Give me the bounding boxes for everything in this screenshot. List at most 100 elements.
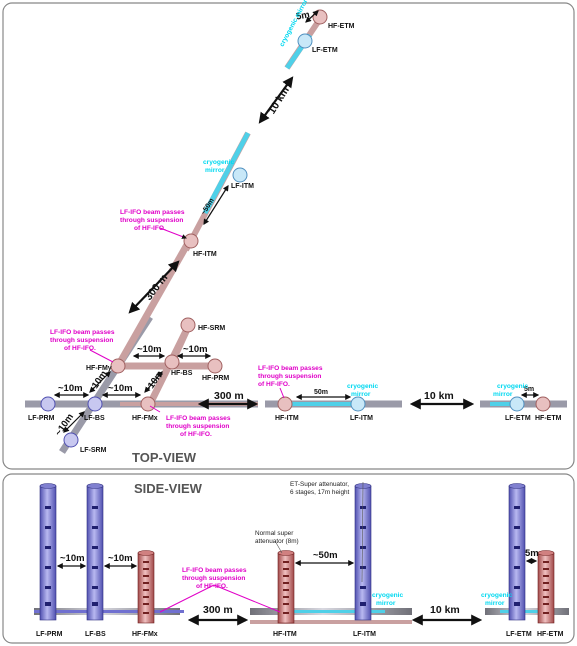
note-diag: LF-IFO beam passes through suspension of…: [120, 209, 185, 232]
top-distance-arrows: [53, 10, 540, 433]
svg-text:of HF-IFO.: of HF-IFO.: [180, 431, 212, 438]
svg-text:LF-IFO beam passes: LF-IFO beam passes: [166, 415, 231, 422]
label-hf-itm-diag: HF-ITM: [193, 251, 217, 258]
svg-text:mirror: mirror: [485, 600, 505, 607]
side-beam-note: LF-IFO beam passes through suspension of…: [182, 567, 247, 590]
label-hf-srm: HF-SRM: [198, 325, 225, 332]
hf-srm-node: [180, 317, 196, 333]
svg-text:through suspension: through suspension: [166, 423, 229, 430]
note-fmx: LF-IFO beam passes through suspension of…: [166, 415, 231, 438]
side-cryogenic-1: cryogenic mirror: [372, 592, 403, 607]
tower-lf-prm: [39, 483, 57, 621]
label-hf-etm-top: HF-ETM: [328, 23, 355, 30]
dist-50m-row: 50m: [314, 389, 328, 396]
hf-prm-node: [207, 358, 223, 374]
svg-text:attenuator (8m): attenuator (8m): [255, 538, 299, 545]
dist-5m-top: 5m: [295, 9, 310, 22]
hf-fmx-node: [140, 396, 156, 412]
lf-itm-row-node: [350, 396, 366, 412]
svg-text:of HF-IFO.: of HF-IFO.: [134, 225, 166, 232]
svg-text:LF-IFO beam passes: LF-IFO beam passes: [50, 329, 115, 336]
lf-etm-top-node: [297, 33, 313, 49]
note-fmy: LF-IFO beam passes through suspension of…: [50, 329, 115, 352]
label-hf-prm: HF-PRM: [202, 375, 229, 382]
side-dist-10m-b: ~10m: [108, 553, 133, 564]
svg-text:of HF-IFO.: of HF-IFO.: [196, 583, 228, 590]
top-view-title: TOP-VIEW: [132, 450, 197, 465]
side-label-lf-bs: LF-BS: [85, 631, 106, 638]
hf-bs-node: [164, 354, 180, 370]
label-hf-etm-row: HF-ETM: [535, 415, 562, 422]
side-view-title: SIDE-VIEW: [134, 481, 203, 496]
side-distance-arrows: [56, 481, 538, 626]
label-hf-fmx: HF-FMx: [132, 415, 158, 422]
hf-itm-row-node: [277, 396, 293, 412]
hf-itm-diag-node: [183, 233, 199, 249]
dist-10m-d: ~10m: [108, 383, 133, 394]
dist-10km-row: 10 km: [424, 390, 454, 402]
side-dist-5m: 5m: [525, 548, 539, 559]
side-label-hf-fmx: HF-FMx: [132, 631, 158, 638]
side-label-lf-etm: LF-ETM: [506, 631, 532, 638]
cryogenic-diag-2: mirror: [205, 167, 225, 174]
hf-fmy-node: [110, 358, 126, 374]
side-towers: [39, 483, 555, 624]
label-lf-prm: LF-PRM: [28, 415, 55, 422]
side-note-pointers: [159, 584, 281, 613]
svg-text:cryogenic: cryogenic: [481, 592, 512, 599]
lf-itm-diag-node: [232, 167, 248, 183]
cryogenic-row1-1: cryogenic: [347, 383, 378, 390]
side-et-note: ET-Super attenuator, 6 stages, 17m heigh…: [290, 481, 350, 496]
cryogenic-row2-2: mirror: [493, 391, 513, 398]
lf-prm-node: [40, 396, 56, 412]
dist-5m-row: 5m: [524, 386, 534, 393]
svg-text:ET-Super attenuator,: ET-Super attenuator,: [290, 481, 349, 488]
side-dist-50m: ~50m: [313, 550, 338, 561]
svg-text:of HF-IFO.: of HF-IFO.: [258, 381, 290, 388]
dist-10m-c: ~10m: [58, 383, 83, 394]
tower-lf-bs: [86, 483, 104, 621]
top-view-mirrors: [40, 9, 551, 448]
label-lf-etm-row: LF-ETM: [505, 415, 531, 422]
side-label-hf-itm: HF-ITM: [273, 631, 297, 638]
side-cryogenic-2: cryogenic mirror: [481, 592, 512, 607]
tower-lf-itm: [354, 483, 372, 621]
svg-text:through suspension: through suspension: [182, 575, 245, 582]
lf-bs-node: [87, 396, 103, 412]
dist-10m-b: ~10m: [183, 344, 208, 355]
hf-etm-row-node: [535, 396, 551, 412]
top-view-panel: [2, 2, 575, 470]
label-lf-itm-diag: LF-ITM: [231, 183, 254, 190]
tower-hf-itm: [277, 550, 295, 624]
lf-etm-row-node: [509, 396, 525, 412]
svg-text:6 stages, 17m height: 6 stages, 17m height: [290, 489, 350, 496]
cryogenic-row1-2: mirror: [351, 391, 371, 398]
label-lf-srm: LF-SRM: [80, 447, 107, 454]
side-normal-note: Normal super attenuator (8m): [255, 530, 299, 545]
lf-srm-node: [63, 432, 79, 448]
svg-text:LF-IFO beam passes: LF-IFO beam passes: [182, 567, 247, 574]
dist-10m-a: ~10m: [137, 344, 162, 355]
svg-text:mirror: mirror: [376, 600, 396, 607]
side-dist-10km: 10 km: [430, 604, 460, 616]
label-lf-bs: LF-BS: [84, 415, 105, 422]
label-lf-itm-row: LF-ITM: [350, 415, 373, 422]
svg-text:of HF-IFO.: of HF-IFO.: [64, 345, 96, 352]
svg-text:through suspension: through suspension: [258, 373, 321, 380]
side-label-lf-itm: LF-ITM: [353, 631, 376, 638]
svg-text:through suspension: through suspension: [50, 337, 113, 344]
label-hf-itm-row: HF-ITM: [275, 415, 299, 422]
label-hf-fmy: HF-FMy: [86, 365, 112, 372]
dist-300m-row: 300 m: [214, 390, 244, 402]
note-row: LF-IFO beam passes through suspension of…: [258, 365, 323, 388]
side-label-hf-etm: HF-ETM: [537, 631, 564, 638]
tower-hf-fmx: [137, 550, 155, 624]
side-dist-10m-a: ~10m: [60, 553, 85, 564]
side-dist-300m: 300 m: [203, 604, 233, 616]
label-lf-etm-top: LF-ETM: [312, 47, 338, 54]
tower-lf-etm: [508, 483, 526, 621]
svg-text:LF-IFO beam passes: LF-IFO beam passes: [258, 365, 323, 372]
tower-hf-etm: [537, 550, 555, 624]
label-hf-bs: HF-BS: [171, 370, 193, 377]
